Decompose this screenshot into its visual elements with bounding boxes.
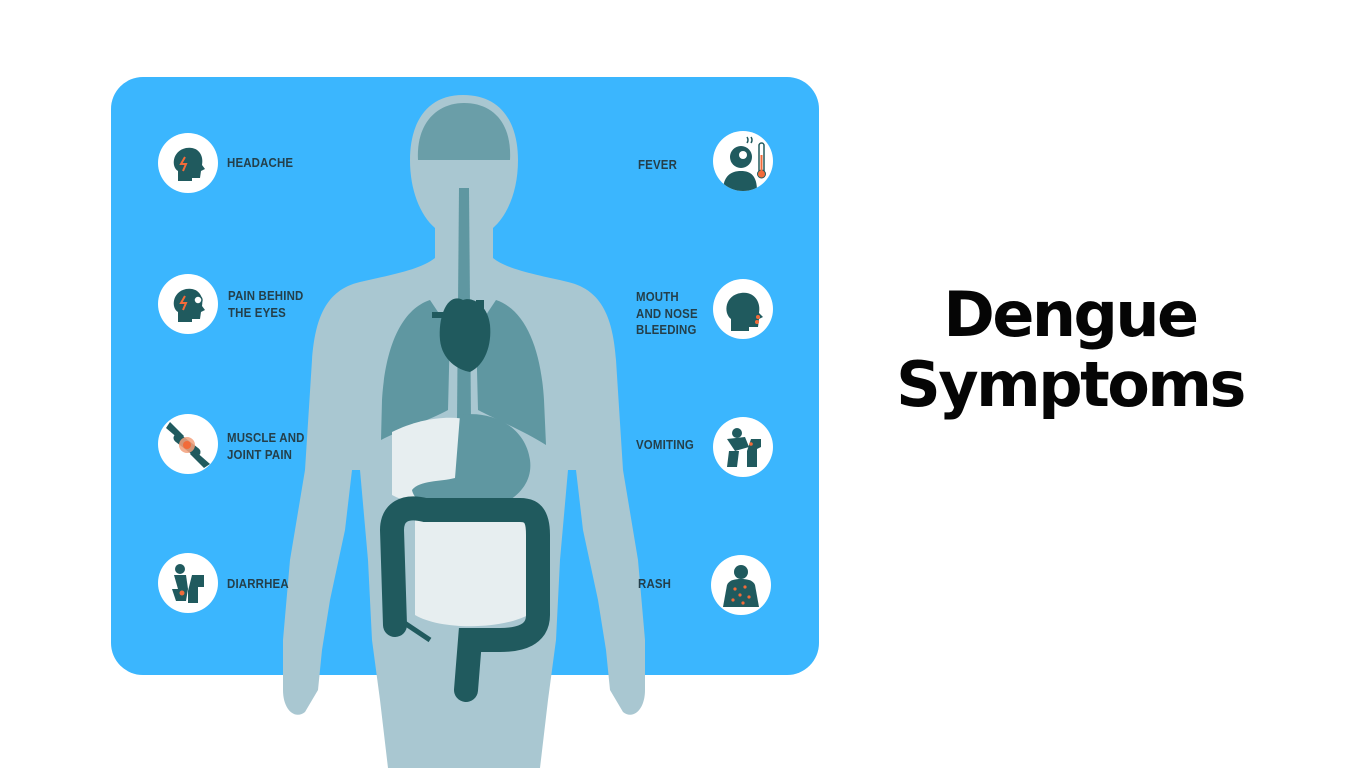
diarrhea-icon xyxy=(158,553,218,613)
small-intestine xyxy=(415,520,528,627)
right-lung xyxy=(476,300,546,445)
symptom-label: MUSCLE AND JOINT PAIN xyxy=(227,430,305,462)
symptom-label: RASH xyxy=(638,576,672,591)
symptom-label: PAIN BEHIND THE EYES xyxy=(228,288,304,320)
vomiting-icon xyxy=(713,417,773,477)
heart xyxy=(439,298,491,372)
eye-pain-icon xyxy=(158,274,218,334)
rash-icon xyxy=(711,555,771,615)
symptom-label: MOUTH AND NOSE BLEEDING xyxy=(636,289,698,337)
symptom-label: DIARRHEA xyxy=(227,576,289,591)
appendix xyxy=(398,617,432,643)
symptom-label: VOMITING xyxy=(636,437,694,452)
stomach xyxy=(412,414,531,513)
headache-icon xyxy=(158,133,218,193)
fever-icon xyxy=(713,131,773,191)
joint-pain-icon xyxy=(158,414,218,474)
heart-vessels xyxy=(432,300,484,318)
page-title: Dengue Symptoms xyxy=(896,278,1246,421)
brain xyxy=(417,103,511,160)
left-lung xyxy=(381,300,450,440)
symptom-label: FEVER xyxy=(638,157,678,172)
bleeding-icon xyxy=(713,279,773,339)
symptom-label: HEADACHE xyxy=(227,155,294,170)
large-intestine xyxy=(379,496,550,702)
